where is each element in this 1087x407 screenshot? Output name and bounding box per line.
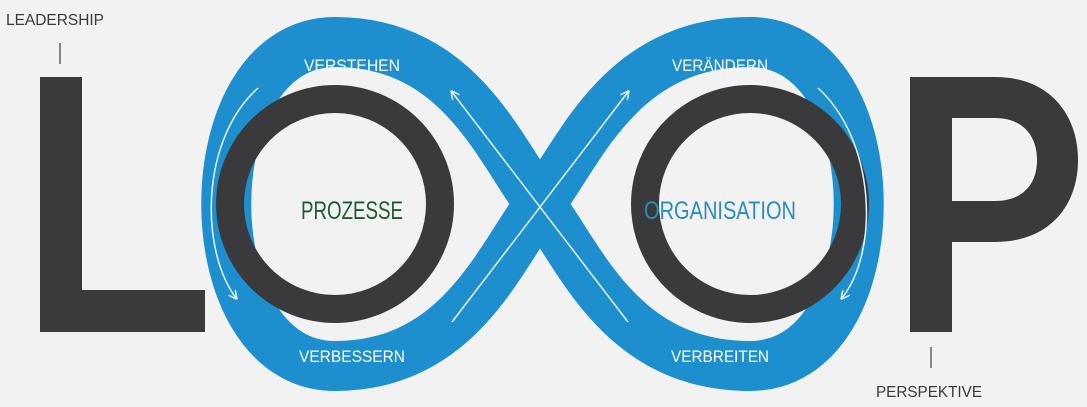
arrow-cross-up-right — [451, 92, 628, 323]
letter-o-right — [631, 85, 869, 323]
label-leadership: LEADERSHIP — [6, 12, 104, 29]
label-verbreiten: VERBREITEN — [671, 347, 769, 366]
label-organisation: ORGANISATION — [644, 197, 796, 225]
letter-o-left — [216, 85, 454, 323]
label-prozesse: PROZESSE — [301, 197, 403, 225]
label-verbessern: VERBESSERN — [299, 347, 405, 366]
label-veraendern: VERÄNDERN — [672, 56, 768, 75]
letter-p — [910, 77, 1078, 332]
letter-l — [40, 77, 205, 332]
arrow-right-down — [817, 87, 868, 298]
label-perspektive: PERSPEKTIVE — [876, 384, 982, 401]
label-verstehen: VERSTEHEN — [304, 56, 400, 75]
loop-band — [201, 17, 884, 391]
arrow-left-down — [210, 87, 259, 298]
